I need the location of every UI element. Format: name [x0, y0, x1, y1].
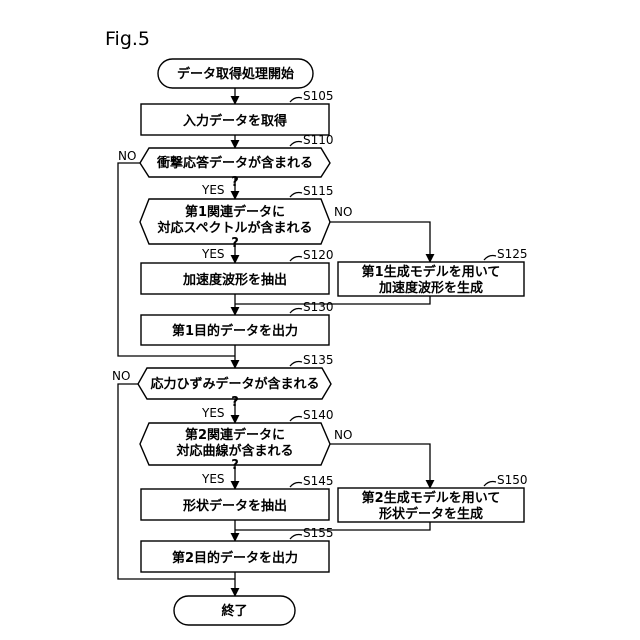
decision-s110-yes-label: YES	[201, 183, 225, 197]
decision-s135-id: S135	[303, 353, 334, 367]
start-terminal: データ取得処理開始	[158, 59, 313, 88]
end-terminal-label: 終了	[221, 603, 247, 619]
decision-s140-id: S140	[303, 408, 334, 422]
step-s145-label: 形状データを抽出	[183, 498, 287, 514]
decision-s135: 応力ひずみデータが含まれる ? S135 NO YES	[112, 353, 334, 420]
decision-s110-no-label: NO	[118, 149, 136, 163]
decision-s115-yes-label: YES	[201, 247, 225, 261]
step-s145: 形状データを抽出 S145	[141, 474, 334, 520]
step-s120-label: 加速度波形を抽出	[182, 272, 287, 288]
step-s130-label: 第1目的データを出力	[172, 323, 298, 339]
step-s125-line1: 第1生成モデルを用いて	[362, 264, 501, 280]
step-s105-label: 入力データを取得	[183, 113, 287, 129]
decision-s115-line2: 対応スペクトルが含まれる	[156, 220, 312, 236]
decision-s140-line3: ?	[231, 458, 239, 473]
step-s155: 第2目的データを出力 S155	[141, 526, 334, 572]
decision-s115-no-label: NO	[334, 205, 352, 219]
step-s155-label: 第2目的データを出力	[172, 550, 298, 566]
step-s150: 第2生成モデルを用いて 形状データを生成 S150	[338, 473, 528, 522]
decision-s140-line1: 第2関連データに	[185, 427, 285, 443]
step-s125-line2: 加速度波形を生成	[378, 280, 483, 296]
decision-s135-no-label: NO	[112, 369, 130, 383]
decision-s135-line1: 応力ひずみデータが含まれる	[150, 376, 319, 392]
step-s120-id: S120	[303, 248, 334, 262]
decision-s140-yes-label: YES	[201, 472, 225, 486]
step-s130: 第1目的データを出力 S130	[141, 300, 334, 345]
decision-s115-id: S115	[303, 184, 334, 198]
step-s125: 第1生成モデルを用いて 加速度波形を生成 S125	[338, 247, 528, 296]
step-s150-line1: 第2生成モデルを用いて	[362, 490, 501, 506]
decision-s110: 衝撃応答データが含まれる ? S110 NO YES	[118, 133, 334, 197]
decision-s140-no-label: NO	[334, 428, 352, 442]
decision-s135-line2: ?	[231, 395, 239, 410]
step-s155-id: S155	[303, 526, 334, 540]
decision-s140-line2: 対応曲線が含まれる	[175, 443, 293, 459]
step-s105-id: S105	[303, 89, 334, 103]
decision-s110-id: S110	[303, 133, 334, 147]
step-s120: 加速度波形を抽出 S120	[141, 248, 334, 294]
figure-label: Fig.5	[105, 28, 150, 50]
start-terminal-label: データ取得処理開始	[177, 66, 294, 82]
decision-s110-line1: 衝撃応答データが含まれる	[156, 155, 313, 171]
end-terminal: 終了	[174, 596, 295, 625]
decision-s115-line1: 第1関連データに	[185, 204, 285, 220]
step-s105: 入力データを取得 S105	[141, 89, 334, 135]
step-s150-line2: 形状データを生成	[379, 506, 483, 522]
step-s150-id: S150	[497, 473, 528, 487]
decision-s115-line3: ?	[231, 236, 239, 251]
step-s145-id: S145	[303, 474, 334, 488]
decision-s110-line2: ?	[231, 175, 239, 190]
step-s130-id: S130	[303, 300, 334, 314]
decision-s135-yes-label: YES	[201, 406, 225, 420]
step-s125-id: S125	[497, 247, 528, 261]
